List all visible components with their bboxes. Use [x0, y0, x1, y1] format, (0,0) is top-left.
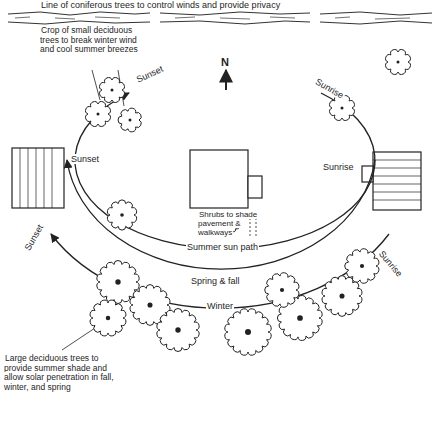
tree-trunk	[129, 119, 132, 122]
label-text: Large deciduous trees to provide summer …	[4, 353, 114, 392]
north-arrow	[225, 70, 227, 90]
label-text: Sunset	[70, 154, 100, 164]
tree-trunk	[339, 293, 344, 298]
tree-symbol	[100, 78, 125, 103]
annotation-label: Large deciduous trees to provide summer …	[4, 354, 118, 392]
tree-trunk	[111, 89, 114, 92]
tree-symbol	[118, 108, 141, 132]
annotation-label: Sunset	[22, 213, 51, 253]
tree-trunk	[120, 213, 124, 217]
tree-trunk	[115, 279, 120, 284]
tree-symbol	[107, 200, 136, 230]
annotation-label: Shrubs to shade pavement & walkways	[198, 211, 260, 238]
annotation-label: Winter	[206, 301, 246, 311]
tree-trunk	[97, 113, 100, 116]
tree-group	[86, 50, 411, 356]
tree-symbol	[90, 300, 126, 336]
annotation-label: Line of coniferous trees to control wind…	[40, 0, 420, 10]
tree-symbol	[345, 249, 379, 283]
tree-symbol	[265, 273, 299, 307]
annotation-label: Sunset	[70, 154, 110, 164]
tree-symbol	[97, 261, 139, 304]
annotation-label: Sunrise	[376, 248, 412, 288]
tree-trunk	[175, 327, 180, 332]
label-text: Sunset	[22, 222, 46, 253]
tree-trunk	[147, 302, 152, 307]
annotation-label: N	[220, 56, 236, 68]
tree-trunk	[245, 329, 251, 335]
house	[12, 148, 64, 208]
annotation-label: Spring & fall	[190, 276, 260, 286]
tree-symbol	[386, 50, 411, 75]
label-text: Sunrise	[322, 162, 355, 172]
label-text: N	[220, 56, 230, 68]
tree-symbol	[157, 309, 199, 352]
label-text: Crop of small deciduous trees to break w…	[40, 25, 139, 54]
label-text: Line of coniferous trees to control wind…	[40, 0, 281, 10]
annotation-label: Sunrise	[322, 162, 366, 172]
annotation-label: Sunset	[134, 59, 175, 85]
label-text: Summer sun path	[186, 242, 259, 252]
annotation-label: Summer sun path	[186, 242, 276, 252]
tree-trunk	[397, 61, 400, 64]
label-text: Winter	[206, 301, 234, 311]
tree-symbol	[225, 309, 271, 355]
conifer-row	[8, 12, 432, 24]
label-text: Spring & fall	[190, 276, 241, 286]
tree-trunk	[297, 315, 303, 321]
tree-trunk	[280, 288, 284, 292]
house	[190, 150, 262, 236]
sun-path	[51, 93, 389, 308]
label-text: Sunrise	[376, 248, 405, 279]
label-text: Sunset	[134, 63, 165, 85]
tree-symbol	[86, 102, 111, 127]
tree-trunk	[360, 264, 364, 268]
annotation-label: Crop of small deciduous trees to break w…	[40, 26, 140, 55]
label-text: Shrubs to shade pavement & walkways	[198, 210, 257, 237]
tree-trunk	[106, 316, 111, 321]
tree-trunk	[341, 107, 344, 110]
